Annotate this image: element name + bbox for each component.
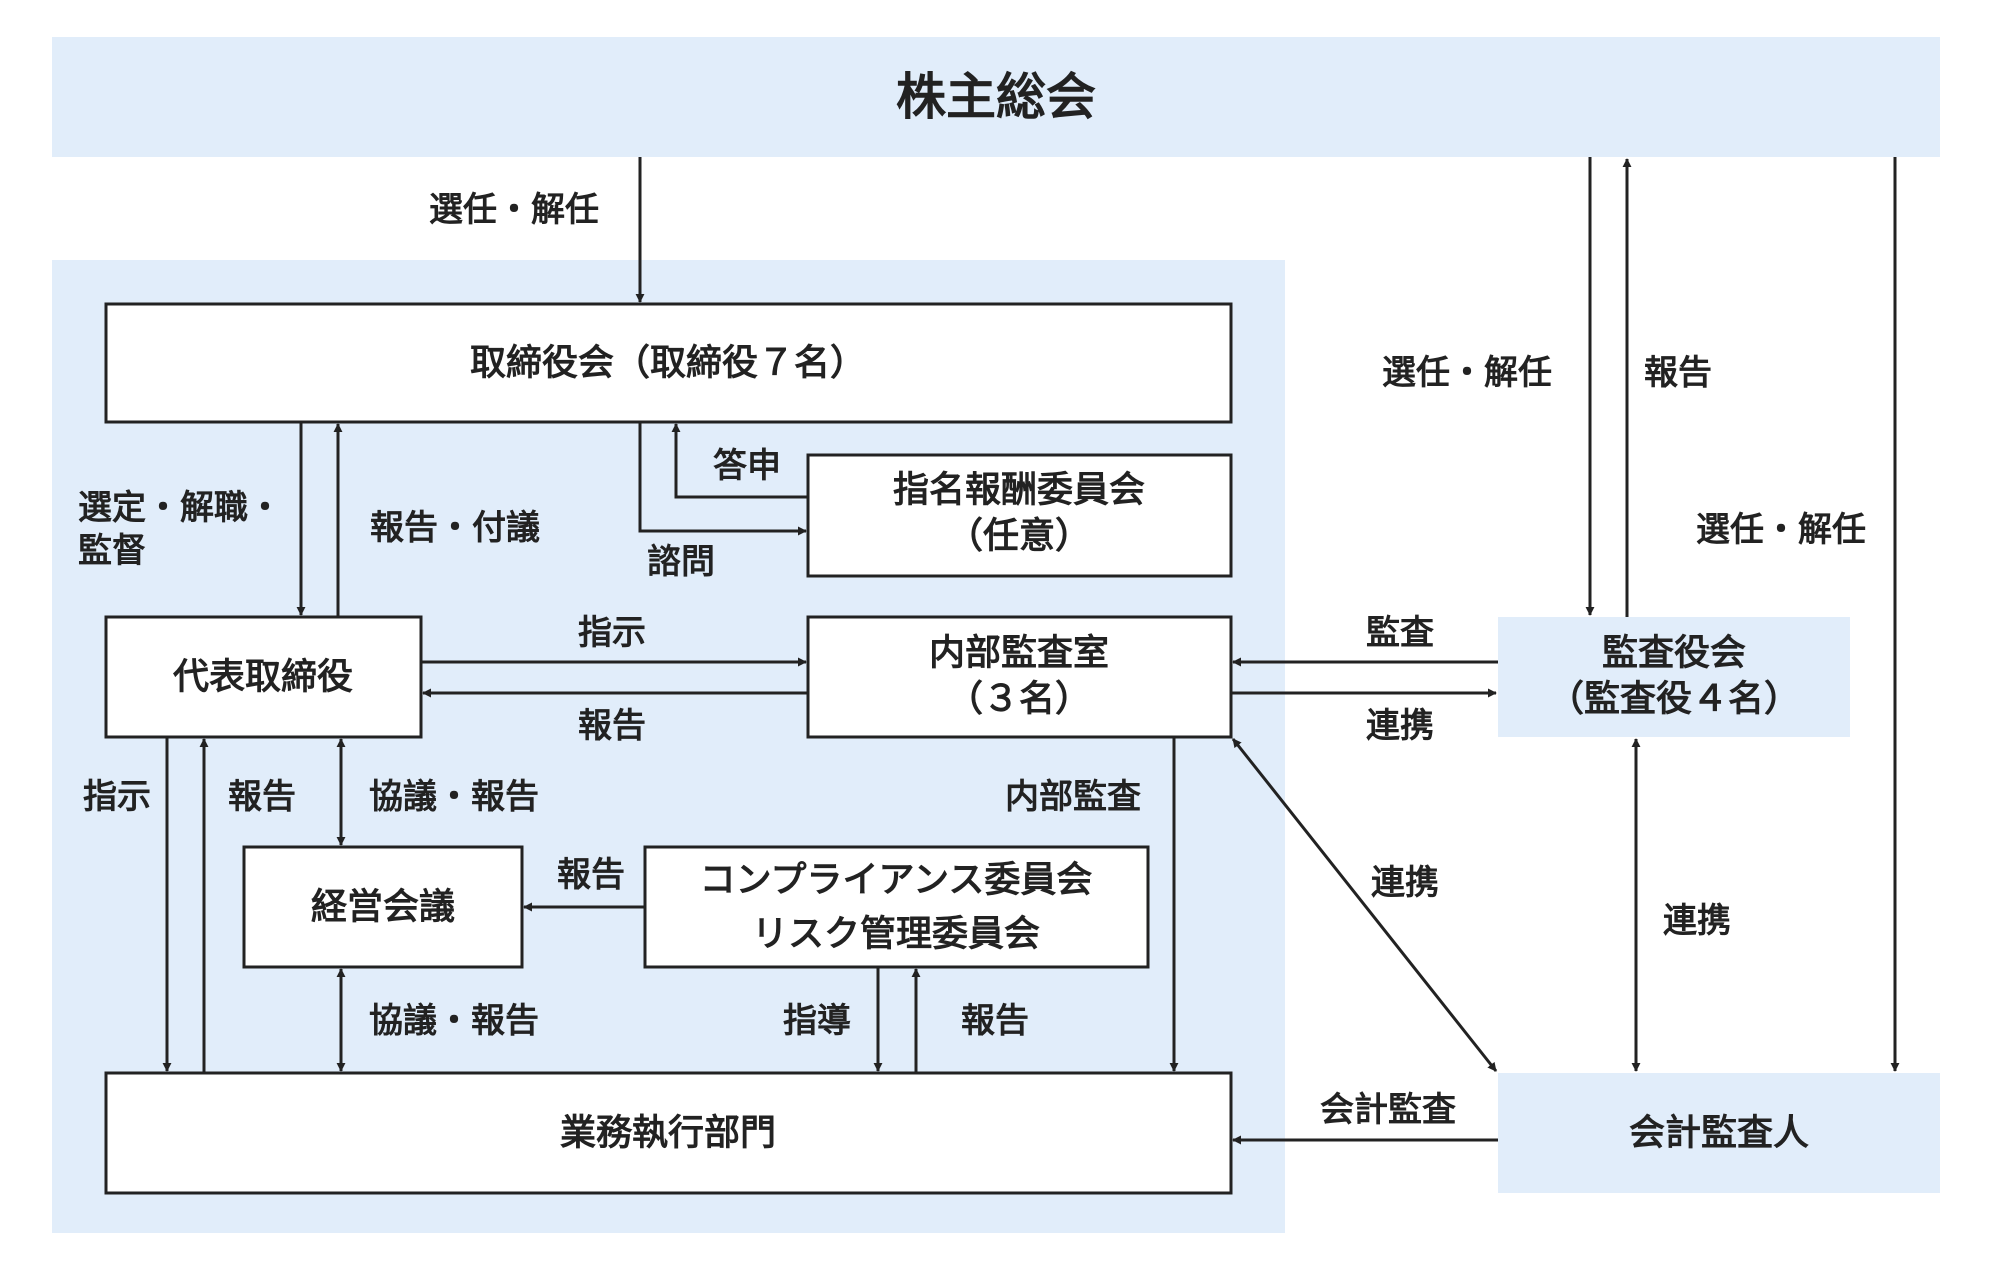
audit-board-label-2: （監査役４名） xyxy=(1548,679,1800,720)
internal-audit-label-1: 内部監査室 xyxy=(929,633,1109,674)
label-representative-to-board: 報告・付議 xyxy=(370,508,540,548)
label-business-to-compliance: 報告 xyxy=(961,1001,1029,1041)
label-internal-audit-to-representative: 報告 xyxy=(578,706,646,746)
label-board-to-nomination: 諮問 xyxy=(647,542,715,582)
management-meeting-box xyxy=(242,845,524,969)
edge-internal-audit-accounting xyxy=(1231,738,1498,1072)
nomination-label-1: 指名報酬委員会 xyxy=(893,470,1145,511)
accounting-auditor-box xyxy=(1498,1073,1940,1193)
label-internal-audit-to-audit-board: 連携 xyxy=(1366,706,1434,746)
audit-board-label-1: 監査役会 xyxy=(1602,633,1746,674)
label-gm-to-board: 選任・解任 xyxy=(429,190,599,230)
label-internal-audit-accounting: 連携 xyxy=(1371,863,1439,903)
nomination-label-2: （任意） xyxy=(947,516,1091,557)
nomination-committee-box xyxy=(806,453,1233,578)
internal-audit-box xyxy=(806,615,1233,739)
board-label: 取締役会（取締役７名） xyxy=(470,343,866,384)
compliance-label-1: コンプライアンス委員会 xyxy=(700,860,1093,901)
compliance-label-2: リスク管理委員会 xyxy=(752,914,1040,955)
label-representative-to-business: 指示 xyxy=(83,777,151,817)
edge-board-to-nomination xyxy=(638,422,807,536)
label-audit-board-to-gm: 報告 xyxy=(1644,353,1712,393)
label-meeting-business: 協議・報告 xyxy=(369,1001,539,1041)
label-compliance-to-meeting: 報告 xyxy=(557,855,625,895)
label-internal-audit-to-business: 内部監査 xyxy=(1005,777,1141,817)
business-box xyxy=(104,1071,1233,1195)
label-nomination-to-board: 答申 xyxy=(713,446,781,486)
audit-board-box xyxy=(1498,617,1850,737)
label-board-to-representative-1: 選定・解職・ xyxy=(78,488,282,528)
label-audit-board-to-internal-audit: 監査 xyxy=(1366,613,1434,653)
board-box xyxy=(104,302,1233,424)
internal-audit-label-2: （３名） xyxy=(947,679,1091,720)
accounting-auditor-label: 会計監査人 xyxy=(1629,1113,1809,1154)
label-gm-to-accounting: 選任・解任 xyxy=(1696,510,1866,550)
label-audit-board-accounting: 連携 xyxy=(1663,901,1731,941)
compliance-committee-box xyxy=(643,845,1150,969)
label-compliance-to-business: 指導 xyxy=(783,1001,851,1041)
business-label: 業務執行部門 xyxy=(560,1113,776,1154)
representative-label: 代表取締役 xyxy=(172,657,353,698)
label-gm-to-audit-board: 選任・解任 xyxy=(1382,353,1552,393)
edge-nomination-to-board xyxy=(671,423,808,499)
label-accounting-to-business: 会計監査 xyxy=(1320,1090,1456,1130)
representative-box xyxy=(104,615,423,739)
label-representative-meeting: 協議・報告 xyxy=(369,777,539,817)
management-meeting-label: 経営会議 xyxy=(311,887,455,928)
shareholders-title: 株主総会 xyxy=(896,68,1096,126)
label-board-to-representative-2: 監督 xyxy=(78,531,146,571)
label-representative-to-internal-audit: 指示 xyxy=(578,613,646,653)
general-meeting-banner xyxy=(52,37,1940,157)
label-business-to-representative: 報告 xyxy=(228,777,296,817)
